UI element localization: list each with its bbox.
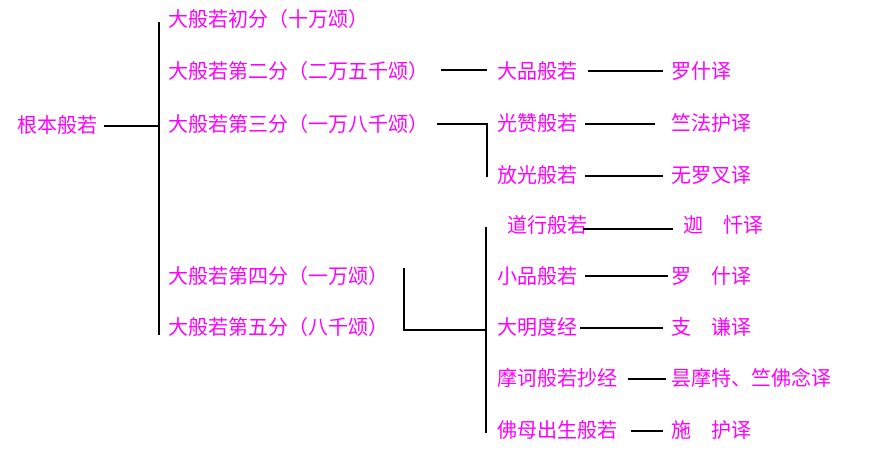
connector	[588, 70, 663, 72]
division-2: 大般若第二分（二万五千颂）	[168, 59, 428, 83]
connector	[104, 125, 160, 127]
sutra-title: 放光般若	[497, 163, 577, 187]
sutra-title: 大品般若	[497, 59, 577, 83]
sutra-title: 小品般若	[497, 264, 577, 288]
translator: 支 谦译	[671, 315, 751, 339]
connector	[628, 378, 666, 380]
translator: 竺法护译	[671, 111, 751, 135]
connector	[631, 430, 663, 432]
sutra-title: 大明度经	[497, 315, 577, 339]
division-5: 大般若第五分（八千颂）	[168, 315, 388, 339]
division-1: 大般若初分（十万颂）	[168, 7, 368, 31]
translator: 施 护译	[671, 418, 751, 442]
connector	[403, 268, 405, 331]
connector	[486, 123, 488, 177]
sutra-title: 光赞般若	[497, 111, 577, 135]
sutra-title: 佛母出生般若	[497, 418, 617, 442]
sutra-title: 道行般若	[507, 213, 587, 237]
division-4: 大般若第四分（一万颂）	[168, 264, 388, 288]
division-3: 大般若第三分（一万八千颂）	[168, 112, 428, 136]
connector	[580, 327, 663, 329]
connector	[585, 275, 668, 277]
root-node: 根本般若	[17, 113, 97, 137]
translator: 昙摩特、竺佛念译	[671, 366, 831, 390]
connector	[158, 22, 160, 335]
connector	[441, 69, 487, 71]
connector	[583, 228, 673, 230]
translator: 罗 什译	[671, 264, 751, 288]
translator: 罗什译	[671, 59, 731, 83]
sutra-title: 摩诃般若抄经	[497, 366, 617, 390]
translator: 无罗叉译	[671, 163, 751, 187]
connector	[403, 329, 487, 331]
connector	[485, 227, 487, 433]
translator: 迦 忏译	[683, 213, 763, 237]
connector	[437, 123, 487, 125]
connector	[585, 123, 655, 125]
connector	[585, 175, 663, 177]
